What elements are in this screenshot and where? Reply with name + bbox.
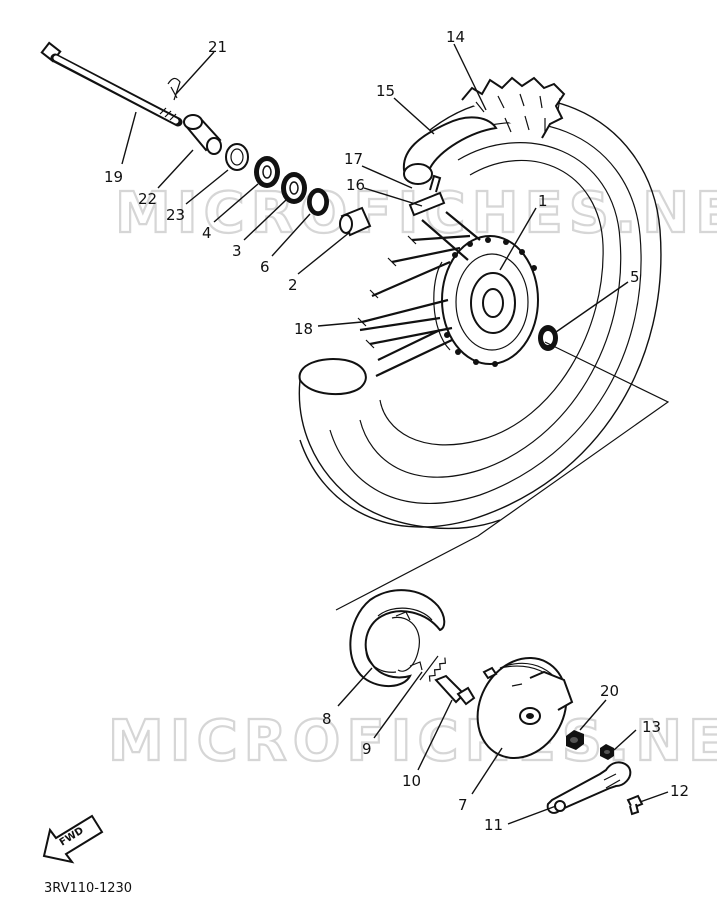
callout-9: 9 bbox=[362, 740, 372, 758]
assembly-guide-line bbox=[335, 341, 670, 611]
callout-1: 1 bbox=[538, 192, 548, 210]
callout-23: 23 bbox=[166, 206, 185, 224]
camshaft-part bbox=[434, 674, 476, 706]
callout-21: 21 bbox=[208, 38, 227, 56]
brake-plate-part bbox=[476, 657, 574, 759]
callout-13: 13 bbox=[642, 718, 661, 736]
callout-4: 4 bbox=[202, 224, 212, 242]
bearing-3-part bbox=[281, 172, 307, 204]
callout-22: 22 bbox=[138, 190, 157, 208]
brake-shoe-part bbox=[349, 589, 446, 687]
leader-lines bbox=[121, 43, 669, 825]
diagram-code: 3RV110-1230 bbox=[44, 881, 132, 896]
callout-labels: 21 19 22 23 4 3 6 2 14 15 17 16 1 18 5 8… bbox=[104, 28, 689, 834]
tire-part bbox=[298, 76, 662, 530]
callout-16: 16 bbox=[346, 176, 365, 194]
hub-part bbox=[433, 235, 539, 367]
callout-2: 2 bbox=[288, 276, 298, 294]
callout-15: 15 bbox=[376, 82, 395, 100]
tube-part bbox=[402, 116, 498, 185]
bearing-4-part bbox=[254, 156, 280, 188]
callout-6: 6 bbox=[260, 258, 270, 276]
callout-11: 11 bbox=[484, 816, 503, 834]
cam-lever-part bbox=[546, 761, 632, 814]
valve-part bbox=[408, 174, 446, 217]
spacer-part bbox=[339, 206, 372, 237]
callout-20: 20 bbox=[600, 682, 619, 700]
callout-5: 5 bbox=[630, 268, 640, 286]
nut-13-part bbox=[600, 744, 614, 760]
callout-19: 19 bbox=[104, 168, 123, 186]
callout-17: 17 bbox=[344, 150, 363, 168]
callout-8: 8 bbox=[322, 710, 332, 728]
forward-arrow-icon: FWD bbox=[42, 814, 104, 864]
spring-part bbox=[419, 655, 447, 682]
nut-20-part bbox=[566, 730, 584, 750]
callout-12: 12 bbox=[670, 782, 689, 800]
collar-part bbox=[183, 114, 222, 155]
hub-seal-part bbox=[538, 325, 558, 351]
axle-part bbox=[40, 41, 183, 127]
seal-6-part bbox=[307, 188, 329, 216]
cotter-pin-part bbox=[167, 77, 181, 101]
callout-3: 3 bbox=[232, 242, 242, 260]
callout-18: 18 bbox=[294, 320, 313, 338]
callout-10: 10 bbox=[402, 772, 421, 790]
callout-14: 14 bbox=[446, 28, 465, 46]
oil-seal-part bbox=[225, 143, 249, 171]
callout-7: 7 bbox=[458, 796, 468, 814]
bolt-part bbox=[626, 794, 644, 816]
